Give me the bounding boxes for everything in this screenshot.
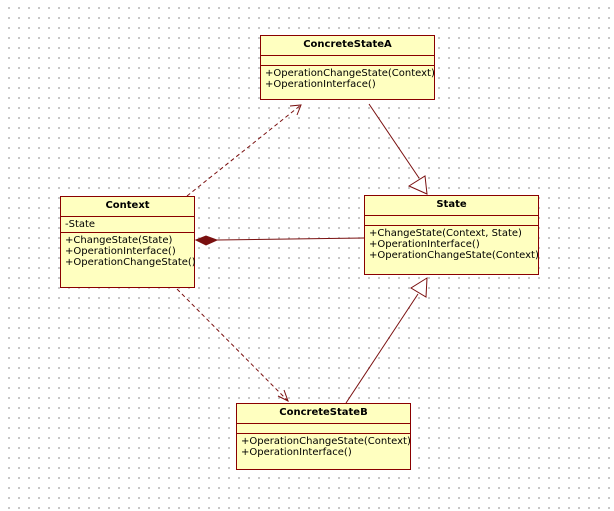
dependency-context-to-concrete-state-a[interactable] (186, 104, 302, 197)
attribute: -State (65, 219, 96, 230)
generalization-concrete-state-a-to-state[interactable] (368, 103, 420, 179)
operation: +OperationChangeState(Context) (265, 68, 435, 79)
attributes-compartment (261, 56, 434, 66)
class-name: State (365, 196, 538, 216)
generalization-triangle-b (410, 277, 428, 298)
class-state[interactable]: State +ChangeState(Context, State) +Oper… (364, 195, 539, 275)
attributes-compartment: -State (61, 217, 194, 233)
class-context[interactable]: Context -State +ChangeState(State) +Oper… (60, 196, 196, 288)
operation: +ChangeState(State) (65, 235, 173, 246)
operation: +OperationInterface() (265, 79, 376, 90)
class-concrete-state-a[interactable]: ConcreteStateA +OperationChangeState(Con… (260, 35, 435, 100)
operations-compartment: +OperationChangeState(Context) +Operatio… (237, 434, 411, 461)
class-concrete-state-b[interactable]: ConcreteStateB +OperationChangeState(Con… (236, 403, 411, 470)
operation: +OperationChangeState() (65, 257, 196, 268)
dependency-context-to-concrete-state-b[interactable] (176, 288, 289, 402)
operation: +OperationChangeState(Context) (369, 250, 539, 261)
attributes-compartment (365, 216, 538, 226)
operation: +ChangeState(Context, State) (369, 228, 522, 239)
composition-line-state-context[interactable] (216, 237, 365, 241)
operation: +OperationInterface() (65, 246, 176, 257)
generalization-concrete-state-b-to-state[interactable] (345, 293, 419, 404)
operations-compartment: +ChangeState(Context, State) +OperationI… (365, 226, 539, 264)
class-name: Context (61, 197, 194, 217)
class-name: ConcreteStateB (237, 404, 410, 424)
attributes-compartment (237, 424, 410, 434)
operations-compartment: +ChangeState(State) +OperationInterface(… (61, 233, 196, 271)
dependency-arrowhead-a (289, 104, 302, 116)
operation: +OperationInterface() (369, 239, 480, 250)
class-name: ConcreteStateA (261, 36, 434, 56)
operation: +OperationChangeState(Context) (241, 436, 411, 447)
dependency-arrowhead-b (277, 389, 289, 403)
generalization-triangle-a (407, 175, 428, 195)
operations-compartment: +OperationChangeState(Context) +Operatio… (261, 66, 435, 93)
operation: +OperationInterface() (241, 447, 352, 458)
composition-diamond (194, 235, 219, 246)
